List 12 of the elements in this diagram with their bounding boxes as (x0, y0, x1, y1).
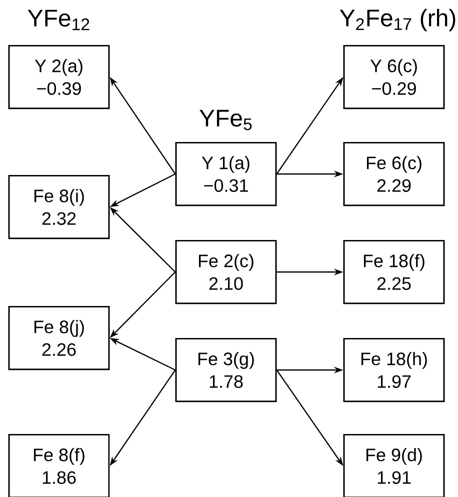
site-box: Fe 8(j) 2.26 (8, 306, 110, 370)
site-box: Fe 8(f) 1.86 (8, 434, 110, 497)
site-box: Fe 6(c) 2.29 (343, 142, 445, 206)
site-box: Fe 9(d) 1.91 (343, 434, 445, 497)
site-box: Fe 2(c) 2.10 (175, 240, 277, 304)
site-box: Fe 8(i) 2.32 (8, 174, 110, 240)
site-box: Fe 3(g) 1.78 (175, 338, 277, 402)
site-box: Y 2(a) −0.39 (8, 44, 110, 110)
site-box: Y 1(a) −0.31 (175, 142, 277, 206)
site-box: Fe 18(f) 2.25 (343, 240, 445, 304)
site-box: Y 6(c) −0.29 (343, 44, 445, 110)
site-box: Fe 18(h) 1.97 (343, 338, 445, 402)
